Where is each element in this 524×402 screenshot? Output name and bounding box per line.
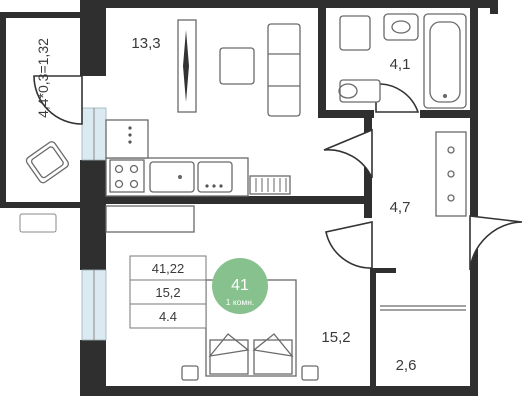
area-summary: 41,22 15,2 4.4 bbox=[129, 255, 207, 329]
wall-right-upper bbox=[470, 118, 478, 268]
apartment-badge: 41 1 комн. bbox=[212, 258, 268, 314]
nightstand-left bbox=[181, 365, 199, 381]
wall-top bbox=[80, 0, 490, 8]
wall-left-upper bbox=[80, 0, 106, 76]
apartment-badge-circle bbox=[212, 258, 268, 314]
washing-machine bbox=[339, 15, 371, 51]
room-labels: 13,3 4,1 4,7 15,2 2,6 4,4*0,3=1,32 bbox=[35, 35, 416, 374]
storage-area: 2,6 bbox=[396, 357, 417, 374]
windows bbox=[19, 107, 107, 341]
wall-kitchen-bedroom bbox=[106, 196, 372, 204]
apartment-room-count: 1 комн. bbox=[226, 297, 255, 307]
wall-cabinet bbox=[105, 119, 149, 159]
wall-bath-bottom-right bbox=[420, 110, 478, 118]
wall-balcony-top bbox=[0, 12, 82, 18]
coffee-table bbox=[219, 47, 255, 85]
wall-top-right-stub bbox=[490, 0, 498, 14]
bathroom-area: 4,1 bbox=[390, 56, 411, 73]
tv-icon bbox=[183, 30, 189, 102]
wall-right-lower bbox=[470, 268, 478, 396]
fixtures bbox=[25, 13, 467, 381]
sofa bbox=[267, 23, 301, 117]
wall-bath-left bbox=[318, 0, 326, 118]
summary-living-area: 15,2 bbox=[155, 285, 180, 300]
bedroom-door-swing bbox=[325, 221, 373, 269]
kitchen-sink bbox=[149, 161, 195, 193]
bedroom-area: 15,2 bbox=[321, 329, 350, 346]
wall-left-lower bbox=[80, 340, 106, 396]
balcony-radiator bbox=[19, 213, 57, 233]
hall-area: 4,7 bbox=[390, 199, 411, 216]
wall-storage-top bbox=[376, 268, 396, 273]
hob bbox=[109, 159, 145, 193]
oven bbox=[197, 161, 233, 193]
wall-left-middle bbox=[80, 160, 106, 270]
balcony-door-swing bbox=[33, 75, 83, 125]
hall-door-swing bbox=[323, 128, 373, 179]
summary-kitchen-area: 4.4 bbox=[159, 309, 177, 324]
living-room-area: 13,3 bbox=[131, 35, 160, 52]
bath-door-swing bbox=[375, 83, 420, 113]
wall-bath-right bbox=[470, 0, 478, 118]
washbasin bbox=[383, 13, 419, 41]
entry-door-swing bbox=[469, 215, 523, 271]
doors bbox=[33, 75, 523, 271]
wall-storage-left bbox=[370, 268, 376, 388]
bathtub bbox=[423, 13, 467, 109]
hall-wardrobe bbox=[435, 131, 467, 217]
wall-balcony-bottom bbox=[0, 202, 82, 208]
wall-bottom bbox=[80, 386, 478, 396]
toilet bbox=[338, 79, 381, 103]
summary-total-area: 41,22 bbox=[152, 261, 185, 276]
bedroom-desk bbox=[105, 205, 195, 233]
wall-balcony-left bbox=[0, 12, 6, 208]
wall-bath-bottom-left bbox=[318, 110, 374, 118]
apartment-number: 41 bbox=[231, 277, 249, 294]
balcony-area: 4,4*0,3=1,32 bbox=[35, 38, 51, 118]
nightstand-right bbox=[301, 365, 319, 381]
armchair bbox=[25, 141, 70, 184]
